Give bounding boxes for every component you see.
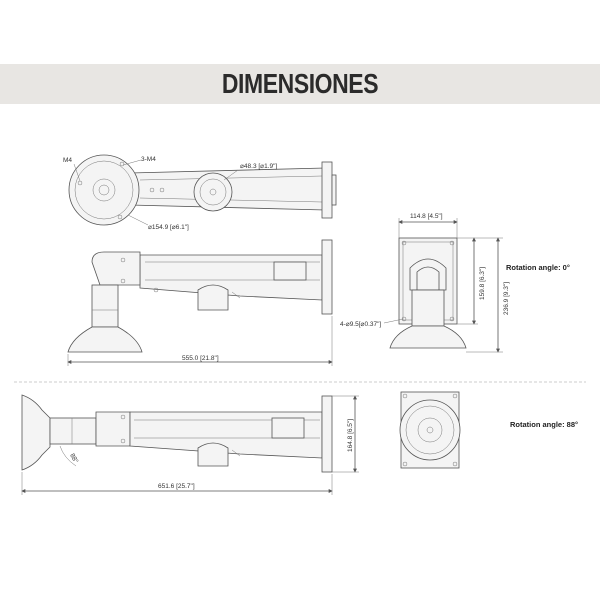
page-title: DIMENSIONES bbox=[221, 68, 379, 99]
label-plate-height: 159.8 [6.3"] bbox=[479, 267, 486, 300]
label-rotation-88: Rotation angle: 88° bbox=[510, 420, 578, 429]
label-total-height: 236.9 [9.3"] bbox=[503, 282, 510, 315]
label-3-m4: 3-M4 bbox=[141, 156, 156, 163]
label-height-rotated: 164.8 [6.5"] bbox=[347, 419, 354, 452]
label-m4: M4 bbox=[63, 157, 72, 164]
front-view-0deg bbox=[389, 237, 467, 349]
label-width: 114.8 [4.5"] bbox=[410, 213, 443, 220]
label-mounting-holes: 4-⌀9.5[⌀0.37"] bbox=[340, 321, 381, 328]
title-banner: DIMENSIONES bbox=[0, 64, 600, 104]
front-view-88deg bbox=[399, 391, 461, 469]
side-view bbox=[67, 239, 333, 353]
label-rotation-0: Rotation angle: 0° bbox=[506, 263, 570, 272]
label-pipe-diameter: ⌀48.3 [⌀1.9"] bbox=[240, 163, 277, 170]
top-view bbox=[68, 154, 337, 226]
label-base-diameter: ⌀154.9 [⌀6.1"] bbox=[148, 224, 189, 231]
label-length-rotated: 651.6 [25.7"] bbox=[158, 483, 195, 490]
side-view-rotated bbox=[21, 394, 333, 473]
label-rotation-angle: 88° bbox=[68, 452, 80, 465]
label-length: 555.0 [21.8"] bbox=[182, 355, 219, 362]
